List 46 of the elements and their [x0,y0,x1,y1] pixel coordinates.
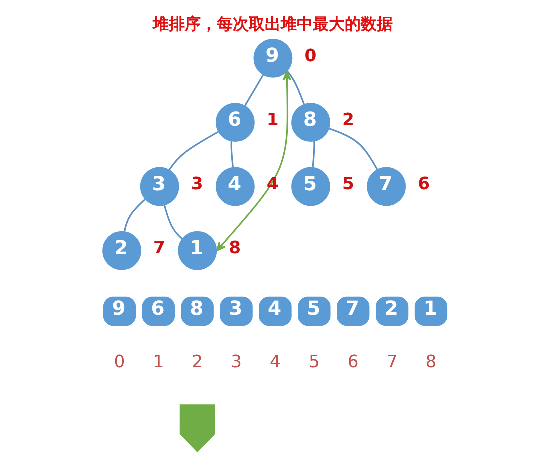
label: 4 [270,352,280,373]
label: 7 [386,352,398,373]
label: 6 [347,352,358,373]
node-box: 5 [296,295,332,328]
node-label: 1 [266,110,278,130]
node-label: 5 [342,174,354,195]
node-box: 4 [256,295,294,328]
node-circle: 5 [291,167,330,206]
connector [168,131,218,171]
connector [163,204,183,240]
label: 1 [152,352,164,373]
label: 8 [425,352,436,373]
connector [230,141,234,168]
node-circle: 6 [215,103,254,142]
label: 0 [114,352,125,373]
node-box: 1 [412,295,449,328]
node-circle: 7 [366,167,406,206]
label: 3 [230,352,242,373]
node-label: 7 [153,238,165,259]
connector [286,70,305,106]
node-box: 9 [101,295,138,328]
label: 2 [192,352,203,373]
node-label: 3 [190,174,203,195]
node-label: 0 [304,46,316,66]
node-box: 2 [374,295,410,328]
node-circle: 8 [291,103,330,142]
connector [123,198,146,232]
node-circle: 9 [253,38,292,78]
node-label: 8 [228,238,241,259]
connector [312,141,315,168]
node-circle: 4 [215,167,254,206]
node-circle: 1 [178,231,217,270]
diagram-title: 堆排序，每次取出堆中最大的数据 [152,14,392,34]
node-box: 6 [140,295,176,328]
node-box: 8 [179,295,216,328]
connector [328,128,378,170]
node-circle: 2 [102,231,142,270]
node-box: 7 [334,295,371,328]
connector [244,74,264,106]
node-arrow [179,404,215,453]
label: 5 [308,352,320,373]
arrow [216,71,292,252]
node-box: 3 [218,295,254,328]
node-label: 2 [342,110,354,130]
node-circle: 3 [140,167,179,206]
node-label: 6 [418,174,430,195]
